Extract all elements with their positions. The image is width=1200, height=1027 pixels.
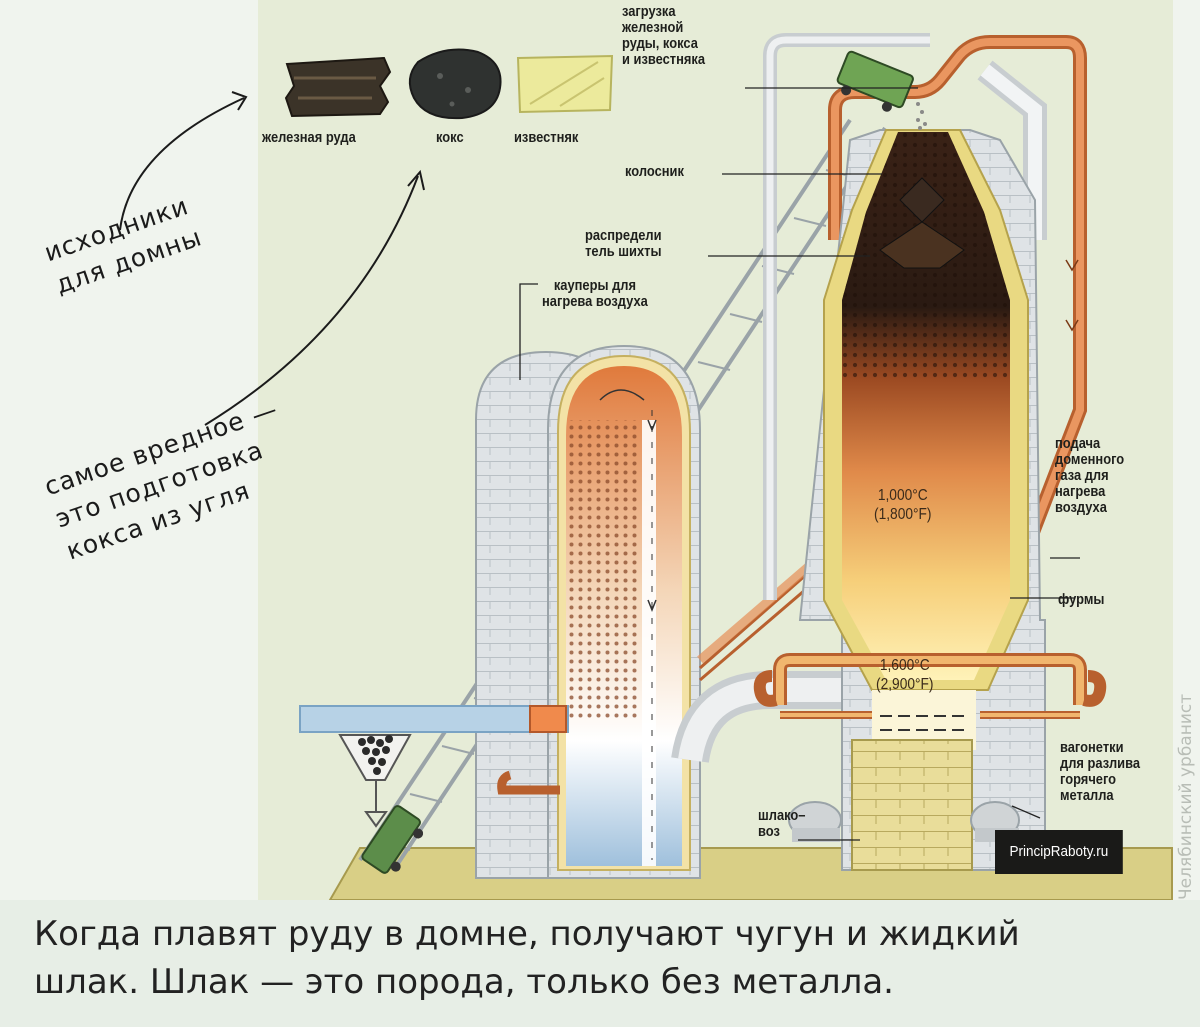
site-badge: PrincipRaboty.ru — [995, 830, 1123, 874]
skip-car-bottom — [361, 805, 424, 874]
cold-air-pipe — [299, 705, 569, 733]
iron-ore-label: железная руда — [262, 129, 356, 146]
gas-supply-label: подача доменного газа для нагрева воздух… — [1055, 435, 1125, 516]
top-charging-car — [836, 50, 914, 112]
cowpers-label: кауперы для нагрева воздуха — [542, 277, 648, 310]
temperature-upper-label: 1,000°C (1,800°F) — [874, 487, 932, 523]
slag-car-label: шлако– воз — [758, 807, 806, 840]
slag-car — [788, 801, 842, 842]
blast-furnace-figure: железная руда кокс известняк загрузка же… — [40, 0, 1196, 900]
charge-distributor — [899, 177, 945, 223]
limestone-label: известняк — [514, 129, 579, 146]
distributor-label: распредели тель шихты — [585, 227, 662, 260]
coke-sample — [408, 48, 502, 120]
loading-label: загрузка железной руды, кокса и известня… — [622, 3, 706, 68]
temperature-lower-label: 1,600°C (2,900°F) — [876, 657, 934, 693]
blast-furnace-diagram — [119, 33, 1173, 900]
arrow-to-coke — [204, 175, 419, 426]
handdrawn-arrows — [119, 91, 425, 426]
furnace-base — [851, 739, 973, 871]
iron-ore-sample — [284, 56, 392, 118]
checker-bricks — [568, 420, 638, 720]
kolosnik-label: колосник — [625, 163, 684, 180]
coke-label: кокс — [436, 129, 464, 146]
slide-caption: Когда плавят руду в домне, получают чугу… — [34, 914, 1020, 1002]
ore-hopper — [338, 734, 412, 828]
arrow-to-materials — [119, 97, 245, 231]
tuyeres-label: фурмы — [1058, 591, 1105, 608]
leader-lines — [519, 87, 1080, 841]
limestone-sample — [516, 54, 614, 114]
wagons-label: вагонетки для разлива горячего металла — [1060, 739, 1141, 804]
author-watermark: Челябинский урбанист — [1176, 693, 1196, 900]
